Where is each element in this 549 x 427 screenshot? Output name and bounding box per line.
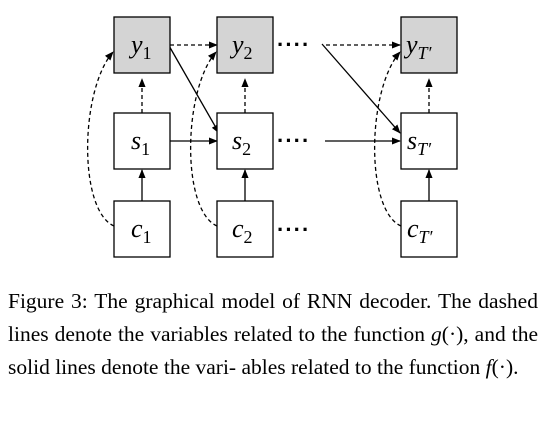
ellipsis-row-s: ···· xyxy=(277,128,310,153)
ellipsis-row-c: ···· xyxy=(277,217,310,242)
svg-text:c2: c2 xyxy=(232,214,253,247)
svg-text:y2: y2 xyxy=(229,30,253,63)
node-c1: c1 xyxy=(113,200,171,258)
ellipses: ···· ···· ···· xyxy=(277,32,310,242)
caption-line-3: function g(·), and the solid lines denot… xyxy=(8,322,538,379)
caption-line-2: The dashed lines denote the variables re… xyxy=(8,289,538,346)
edges xyxy=(87,41,433,227)
node-yT: yT′ xyxy=(400,16,458,74)
svg-text:c1: c1 xyxy=(131,214,152,247)
function-g: g xyxy=(431,322,442,346)
figure-caption: Figure 3: The graphical model of RNN dec… xyxy=(8,285,538,384)
edge-c2-y2 xyxy=(190,51,218,227)
node-s2: s2 xyxy=(216,112,274,170)
function-f: f xyxy=(485,355,492,379)
node-sT: sT′ xyxy=(400,112,458,170)
edge-cT-yT xyxy=(374,51,402,227)
svg-text:yT′: yT′ xyxy=(403,30,433,63)
node-cT: cT′ xyxy=(400,200,458,258)
ellipsis-row-y: ···· xyxy=(277,32,310,57)
edge-y-sT xyxy=(321,43,401,134)
rnn-decoder-diagram: y1 y2 yT′ s1 s2 sT′ c1 c2 xyxy=(87,16,458,258)
svg-text:cT′: cT′ xyxy=(407,214,434,247)
caption-line-4: ables related to the function f(·). xyxy=(241,355,519,379)
node-c2: c2 xyxy=(216,200,274,258)
svg-text:sT′: sT′ xyxy=(407,126,432,159)
node-y2: y2 xyxy=(216,16,274,74)
node-y1: y1 xyxy=(113,16,171,74)
edge-c1-y1 xyxy=(87,51,115,227)
edge-y1-s2 xyxy=(167,43,220,134)
svg-text:y1: y1 xyxy=(128,30,152,63)
caption-line-1: Figure 3: The graphical model of RNN dec… xyxy=(8,289,432,313)
svg-text:s2: s2 xyxy=(232,126,251,159)
svg-text:s1: s1 xyxy=(131,126,150,159)
nodes: y1 y2 yT′ s1 s2 sT′ c1 c2 xyxy=(113,16,458,258)
node-s1: s1 xyxy=(113,112,171,170)
